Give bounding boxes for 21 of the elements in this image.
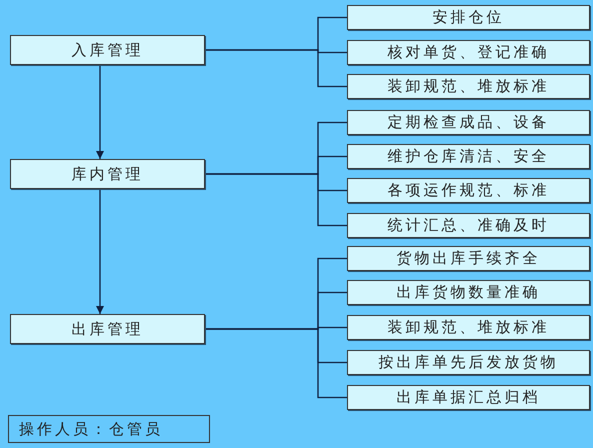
task-box: 出库单据汇总归档 [347, 385, 590, 410]
task-box: 各项运作规范、标准 [347, 178, 590, 203]
task-box: 装卸规范、堆放标准 [347, 74, 590, 99]
process-box: 库内管理 [10, 159, 205, 189]
connector-line [205, 173, 347, 226]
process-box: 出库管理 [10, 314, 205, 344]
note-box: 操作人员：仓管员 [8, 415, 210, 443]
connector-line [205, 49, 347, 88]
arrow [96, 65, 104, 159]
task-box: 出库货物数量准确 [347, 280, 590, 305]
task-box: 按出库单先后发放货物 [347, 350, 590, 375]
task-box: 维护仓库清洁、安全 [347, 144, 590, 169]
connector-line [205, 328, 347, 398]
task-box: 统计汇总、准确及时 [347, 213, 590, 238]
process-box: 入库管理 [10, 35, 205, 65]
task-box: 货物出库手续齐全 [347, 246, 590, 271]
task-box: 定期检查成品、设备 [347, 110, 590, 135]
arrow [96, 189, 104, 314]
task-box: 核对单货、登记准确 [347, 40, 590, 65]
task-box: 安排仓位 [347, 5, 590, 30]
task-box: 装卸规范、堆放标准 [347, 315, 590, 340]
